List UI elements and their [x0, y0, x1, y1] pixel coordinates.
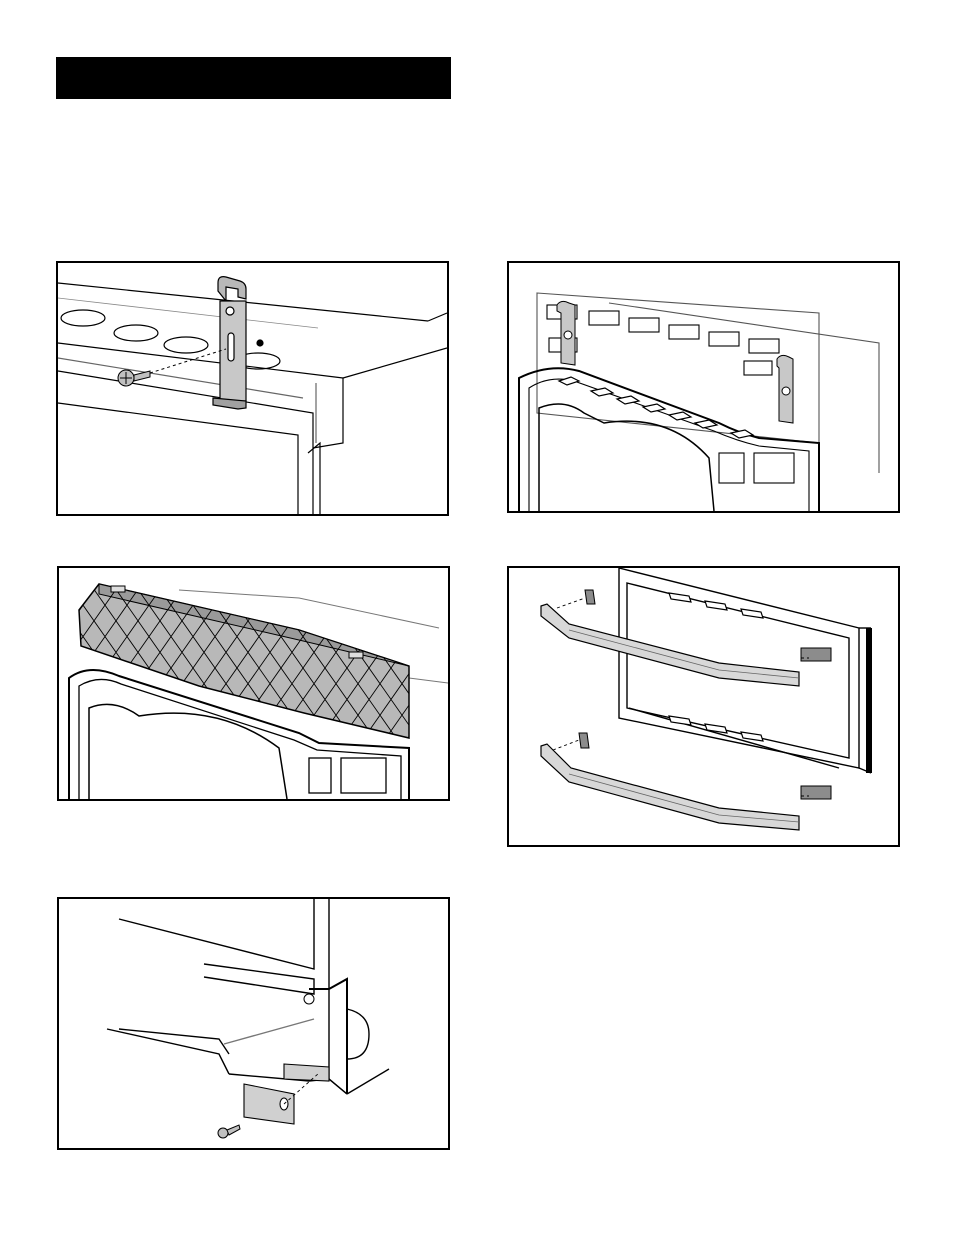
lattice-line	[59, 568, 65, 768]
lattice-line	[409, 568, 448, 768]
lattice-line	[59, 568, 87, 768]
lattice-line	[59, 568, 87, 768]
brackets-attached-illustration	[509, 263, 898, 511]
vent-oval	[164, 337, 208, 353]
lower-trim-piece	[541, 744, 799, 830]
lattice-line	[431, 568, 448, 768]
lattice-line	[431, 568, 448, 768]
figure-trim-pieces	[507, 566, 900, 847]
bracket-part	[213, 277, 263, 409]
bracket-slot	[228, 333, 234, 361]
lattice-line	[409, 568, 448, 768]
right-bracket	[777, 355, 793, 423]
bracket-hole	[226, 307, 234, 315]
bottom-bracket-illustration	[59, 899, 448, 1148]
figure-brackets-attached	[507, 261, 900, 513]
figure-mounting-bracket	[56, 261, 449, 516]
lattice-line	[59, 568, 65, 768]
vent-oval	[114, 325, 158, 341]
figure-lattice-panel	[57, 566, 450, 801]
lattice-panel-illustration	[59, 568, 448, 799]
trim-pieces-illustration	[509, 568, 898, 845]
section-title-bar	[56, 57, 451, 99]
left-bracket	[557, 301, 575, 365]
mounting-bracket-illustration	[58, 263, 447, 514]
vent-oval	[61, 310, 105, 326]
figure-bottom-bracket	[57, 897, 450, 1150]
bottom-screw-part	[218, 1125, 240, 1138]
bottom-bracket-part	[244, 1064, 329, 1124]
